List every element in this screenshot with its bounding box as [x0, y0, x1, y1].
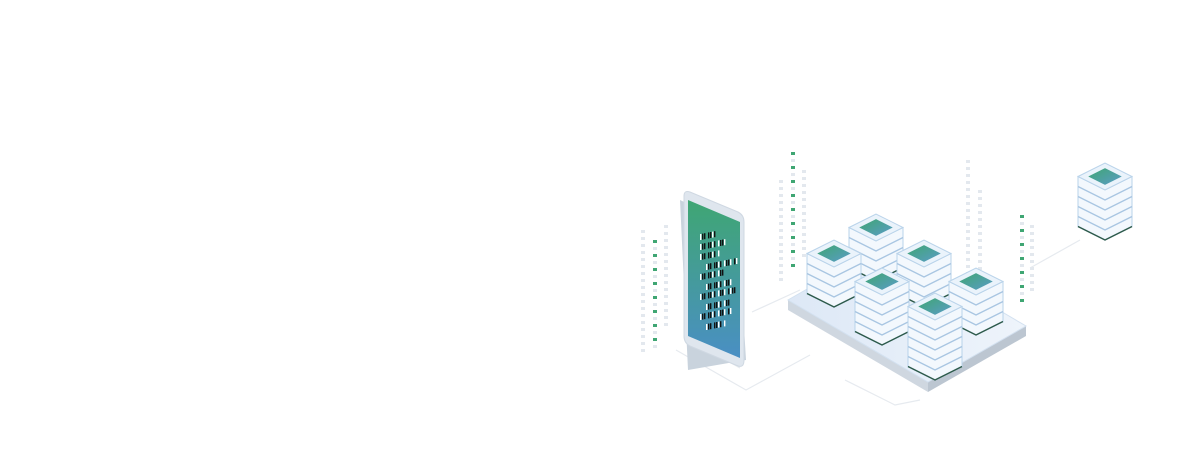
code-text [700, 231, 738, 330]
server-stack-icon [1076, 162, 1134, 241]
phone-icon [680, 191, 746, 370]
data-bar [802, 170, 806, 257]
server-cluster [805, 213, 1005, 381]
data-bar [641, 230, 645, 352]
data-bar [966, 160, 970, 296]
server-stack-icon [847, 213, 905, 282]
data-bar [978, 190, 982, 270]
data-bar-icon [641, 152, 1034, 352]
data-bar [653, 240, 657, 348]
data-bar [1030, 225, 1034, 291]
data-bar [791, 152, 795, 267]
server-stack-icon [805, 239, 863, 308]
data-bar [1020, 215, 1024, 302]
server-stack-icon [906, 292, 964, 381]
data-bar [664, 225, 668, 326]
server-stack-icon [1076, 162, 1134, 241]
data-bar [779, 180, 783, 281]
server-stack-icon [895, 239, 953, 308]
server-stack-icon [853, 267, 911, 346]
